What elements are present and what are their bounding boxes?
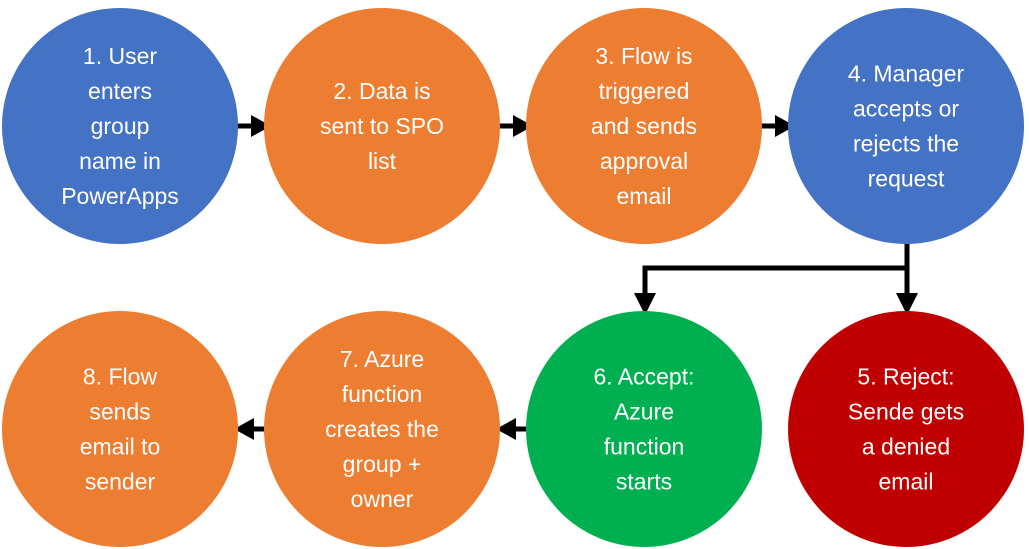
step-7-label-line: creates the: [325, 416, 439, 442]
step-3-shape: [526, 8, 762, 244]
step-3-label-line: triggered: [599, 78, 690, 104]
step-7-circle: 7. Azure function creates the group + owner: [264, 311, 500, 547]
step-1-label-line: group: [91, 113, 150, 139]
arrowhead-2-to-3: [513, 115, 533, 137]
step-3-label-line: email: [617, 183, 672, 209]
step-5-circle: 5. Reject: Sende gets a denied email: [788, 311, 1024, 547]
step-2-shape: [264, 8, 500, 244]
step-6-shape: [526, 311, 762, 547]
arrowhead-1-to-2: [251, 115, 271, 137]
step-2-label-line: list: [368, 148, 397, 174]
step-3-label-line: approval: [600, 148, 688, 174]
step-2-label-line: 2. Data is: [333, 78, 430, 104]
step-1-circle: 1. User enters group name in PowerApps: [2, 8, 238, 244]
step-7-label-line: function: [342, 381, 423, 407]
step-4-shape: [788, 8, 1024, 244]
step-5-shape: [788, 311, 1024, 547]
step-7-label-line: 7. Azure: [340, 346, 424, 372]
step-1-label-line: 1. User: [83, 43, 157, 69]
step-1-label-line: name in: [79, 148, 161, 174]
arrowhead-4-to-5: [896, 293, 918, 315]
step-8-circle: 8. Flow sends email to sender: [2, 311, 238, 547]
arrowhead-3-to-4: [775, 115, 795, 137]
step-1-label-line: enters: [88, 78, 152, 104]
step-1-shape: [2, 8, 238, 244]
step-8-shape: [2, 311, 238, 547]
step-4-label-line: rejects the: [853, 131, 959, 157]
step-1-label-line: PowerApps: [61, 183, 179, 209]
step-6-circle: 6. Accept: Azure function starts: [526, 311, 762, 547]
step-8-label-line: sender: [85, 469, 156, 495]
step-8-label-line: sends: [89, 399, 150, 425]
step-3-label-line: and sends: [591, 113, 697, 139]
step-4-label-line: 4. Manager: [848, 61, 965, 87]
step-7-shape: [264, 311, 500, 547]
step-8-label-line: 8. Flow: [83, 364, 158, 390]
step-8-label-line: email to: [80, 434, 161, 460]
arrowhead-4-to-6: [634, 293, 656, 315]
step-3-label-line: 3. Flow is: [595, 43, 692, 69]
step-7-label-line: group +: [343, 451, 422, 477]
step-6-label-line: function: [604, 434, 685, 460]
step-4-circle: 4. Manager accepts or rejects the request: [788, 8, 1024, 244]
step-6-label-line: Azure: [614, 399, 674, 425]
step-6-label-line: 6. Accept:: [593, 364, 694, 390]
step-6-label-line: starts: [616, 469, 672, 495]
step-3-circle: 3. Flow is triggered and sends approval emai…: [526, 8, 762, 244]
arrowhead-6-to-7: [496, 418, 516, 440]
step-4-label-line: request: [868, 166, 945, 192]
arrow-4-to-6: [642, 265, 907, 296]
step-4-label-line: accepts or: [853, 96, 959, 122]
step-5-label-line: Sende gets: [848, 399, 964, 425]
step-7-label-line: owner: [351, 486, 414, 512]
arrowhead-7-to-8: [234, 418, 254, 440]
step-2-label-line: sent to SPO: [320, 113, 444, 139]
step-5-label-line: 5. Reject:: [857, 364, 954, 390]
step-2-circle: 2. Data is sent to SPO list: [264, 8, 500, 244]
step-5-label-line: a denied: [862, 434, 950, 460]
step-5-label-line: email: [879, 469, 934, 495]
